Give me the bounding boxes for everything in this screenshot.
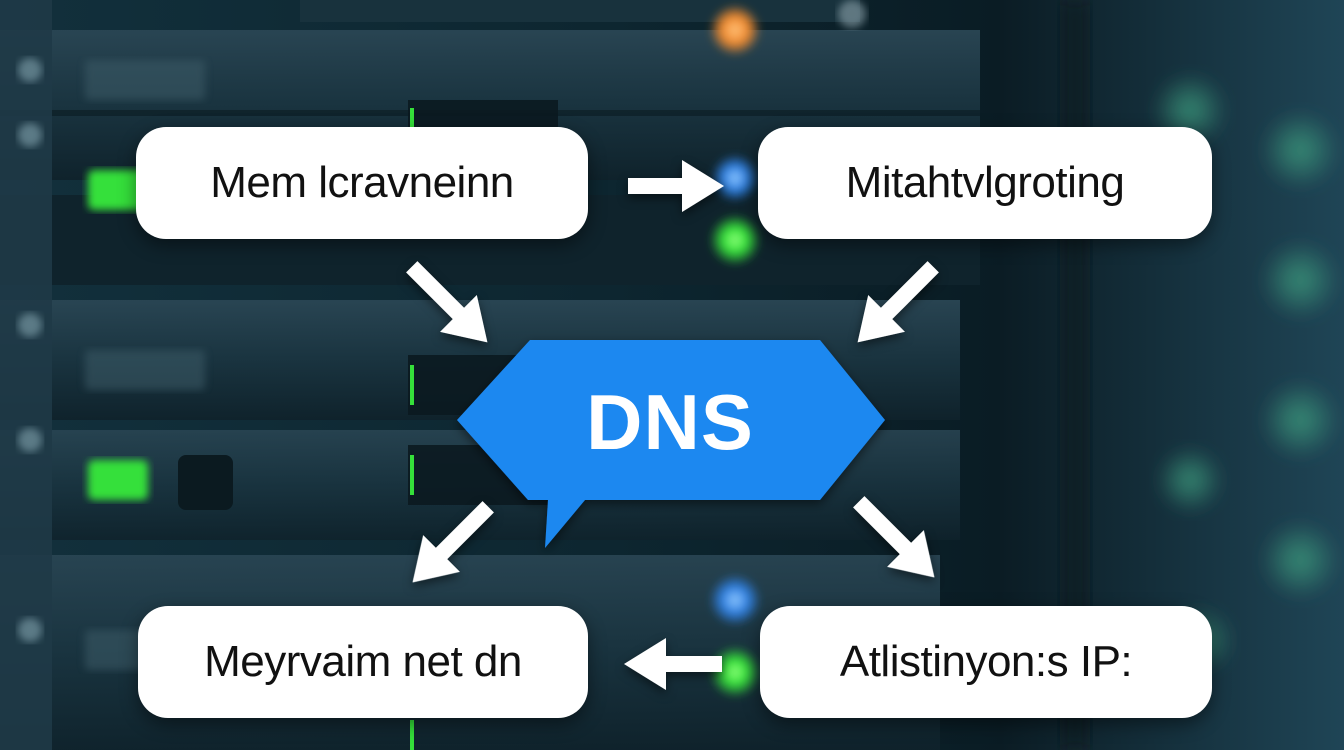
node-label-bottom-right: Atlistinyon:s IP: <box>839 637 1133 686</box>
arrow-icon <box>853 496 935 578</box>
node-label-bottom-left: Meyrvaim net dn <box>204 637 522 686</box>
speech-bubble-icon <box>457 340 885 548</box>
node-label-top-left: Mem lcravneinn <box>210 158 514 207</box>
node-box-top-right: Mitahtvlgroting <box>758 127 1212 239</box>
arrow-icon <box>628 160 724 212</box>
arrow-icon <box>857 261 939 343</box>
status-lights <box>88 0 866 698</box>
node-box-top-left: Mem lcravneinn <box>136 127 588 239</box>
node-box-bottom-left: Meyrvaim net dn <box>138 606 588 718</box>
node-label-top-right: Mitahtvlgroting <box>845 158 1125 207</box>
arrow-icon <box>412 501 494 583</box>
arrow-icon <box>406 261 488 343</box>
node-box-bottom-right: Atlistinyon:s IP: <box>760 606 1212 718</box>
arrow-icon <box>624 638 722 690</box>
dns-label: DNS <box>586 377 754 466</box>
